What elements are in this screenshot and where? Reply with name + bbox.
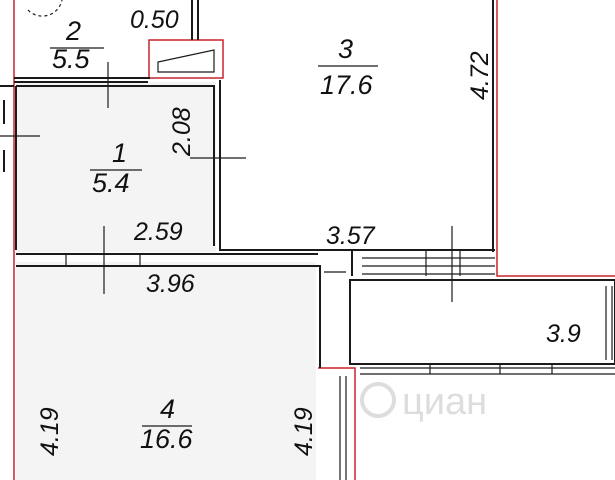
outline <box>13 0 615 480</box>
dim-0-50: 0.50 <box>130 6 179 34</box>
room-4-area: 16.6 <box>140 424 194 454</box>
dim-2-59: 2.59 <box>133 218 183 246</box>
room-2-area: 5.5 <box>52 44 91 74</box>
ventilation-shaft <box>148 39 224 79</box>
balcony <box>349 279 615 365</box>
dim-4-19-left: 4.19 <box>36 407 64 456</box>
room-1-area: 5.4 <box>92 168 130 198</box>
watermark: циан <box>360 381 487 423</box>
dim-4-72: 4.72 <box>466 51 494 100</box>
dim-2-08: 2.08 <box>168 107 196 157</box>
door-arc <box>27 0 63 17</box>
room-1-number: 1 <box>112 138 127 168</box>
dim-4-19-right: 4.19 <box>290 407 318 456</box>
labels: 0.50 2 5.5 3 17.6 4.72 2.08 1 5.4 2.59 3… <box>36 6 581 456</box>
room-1-fill <box>16 82 216 252</box>
room-3-number: 3 <box>338 34 353 64</box>
dim-3-9: 3.9 <box>546 320 581 348</box>
room-4-fill <box>16 262 316 480</box>
watermark-text: циан <box>402 381 487 423</box>
dim-3-96: 3.96 <box>146 270 195 298</box>
room-3-area: 17.6 <box>320 70 374 100</box>
room-2-number: 2 <box>65 16 81 46</box>
room-4-number: 4 <box>160 394 175 424</box>
dimension-ticks <box>76 62 453 302</box>
dim-3-57: 3.57 <box>326 222 376 250</box>
watermark-logo-icon <box>360 382 396 418</box>
shaft-symbol <box>157 49 215 73</box>
